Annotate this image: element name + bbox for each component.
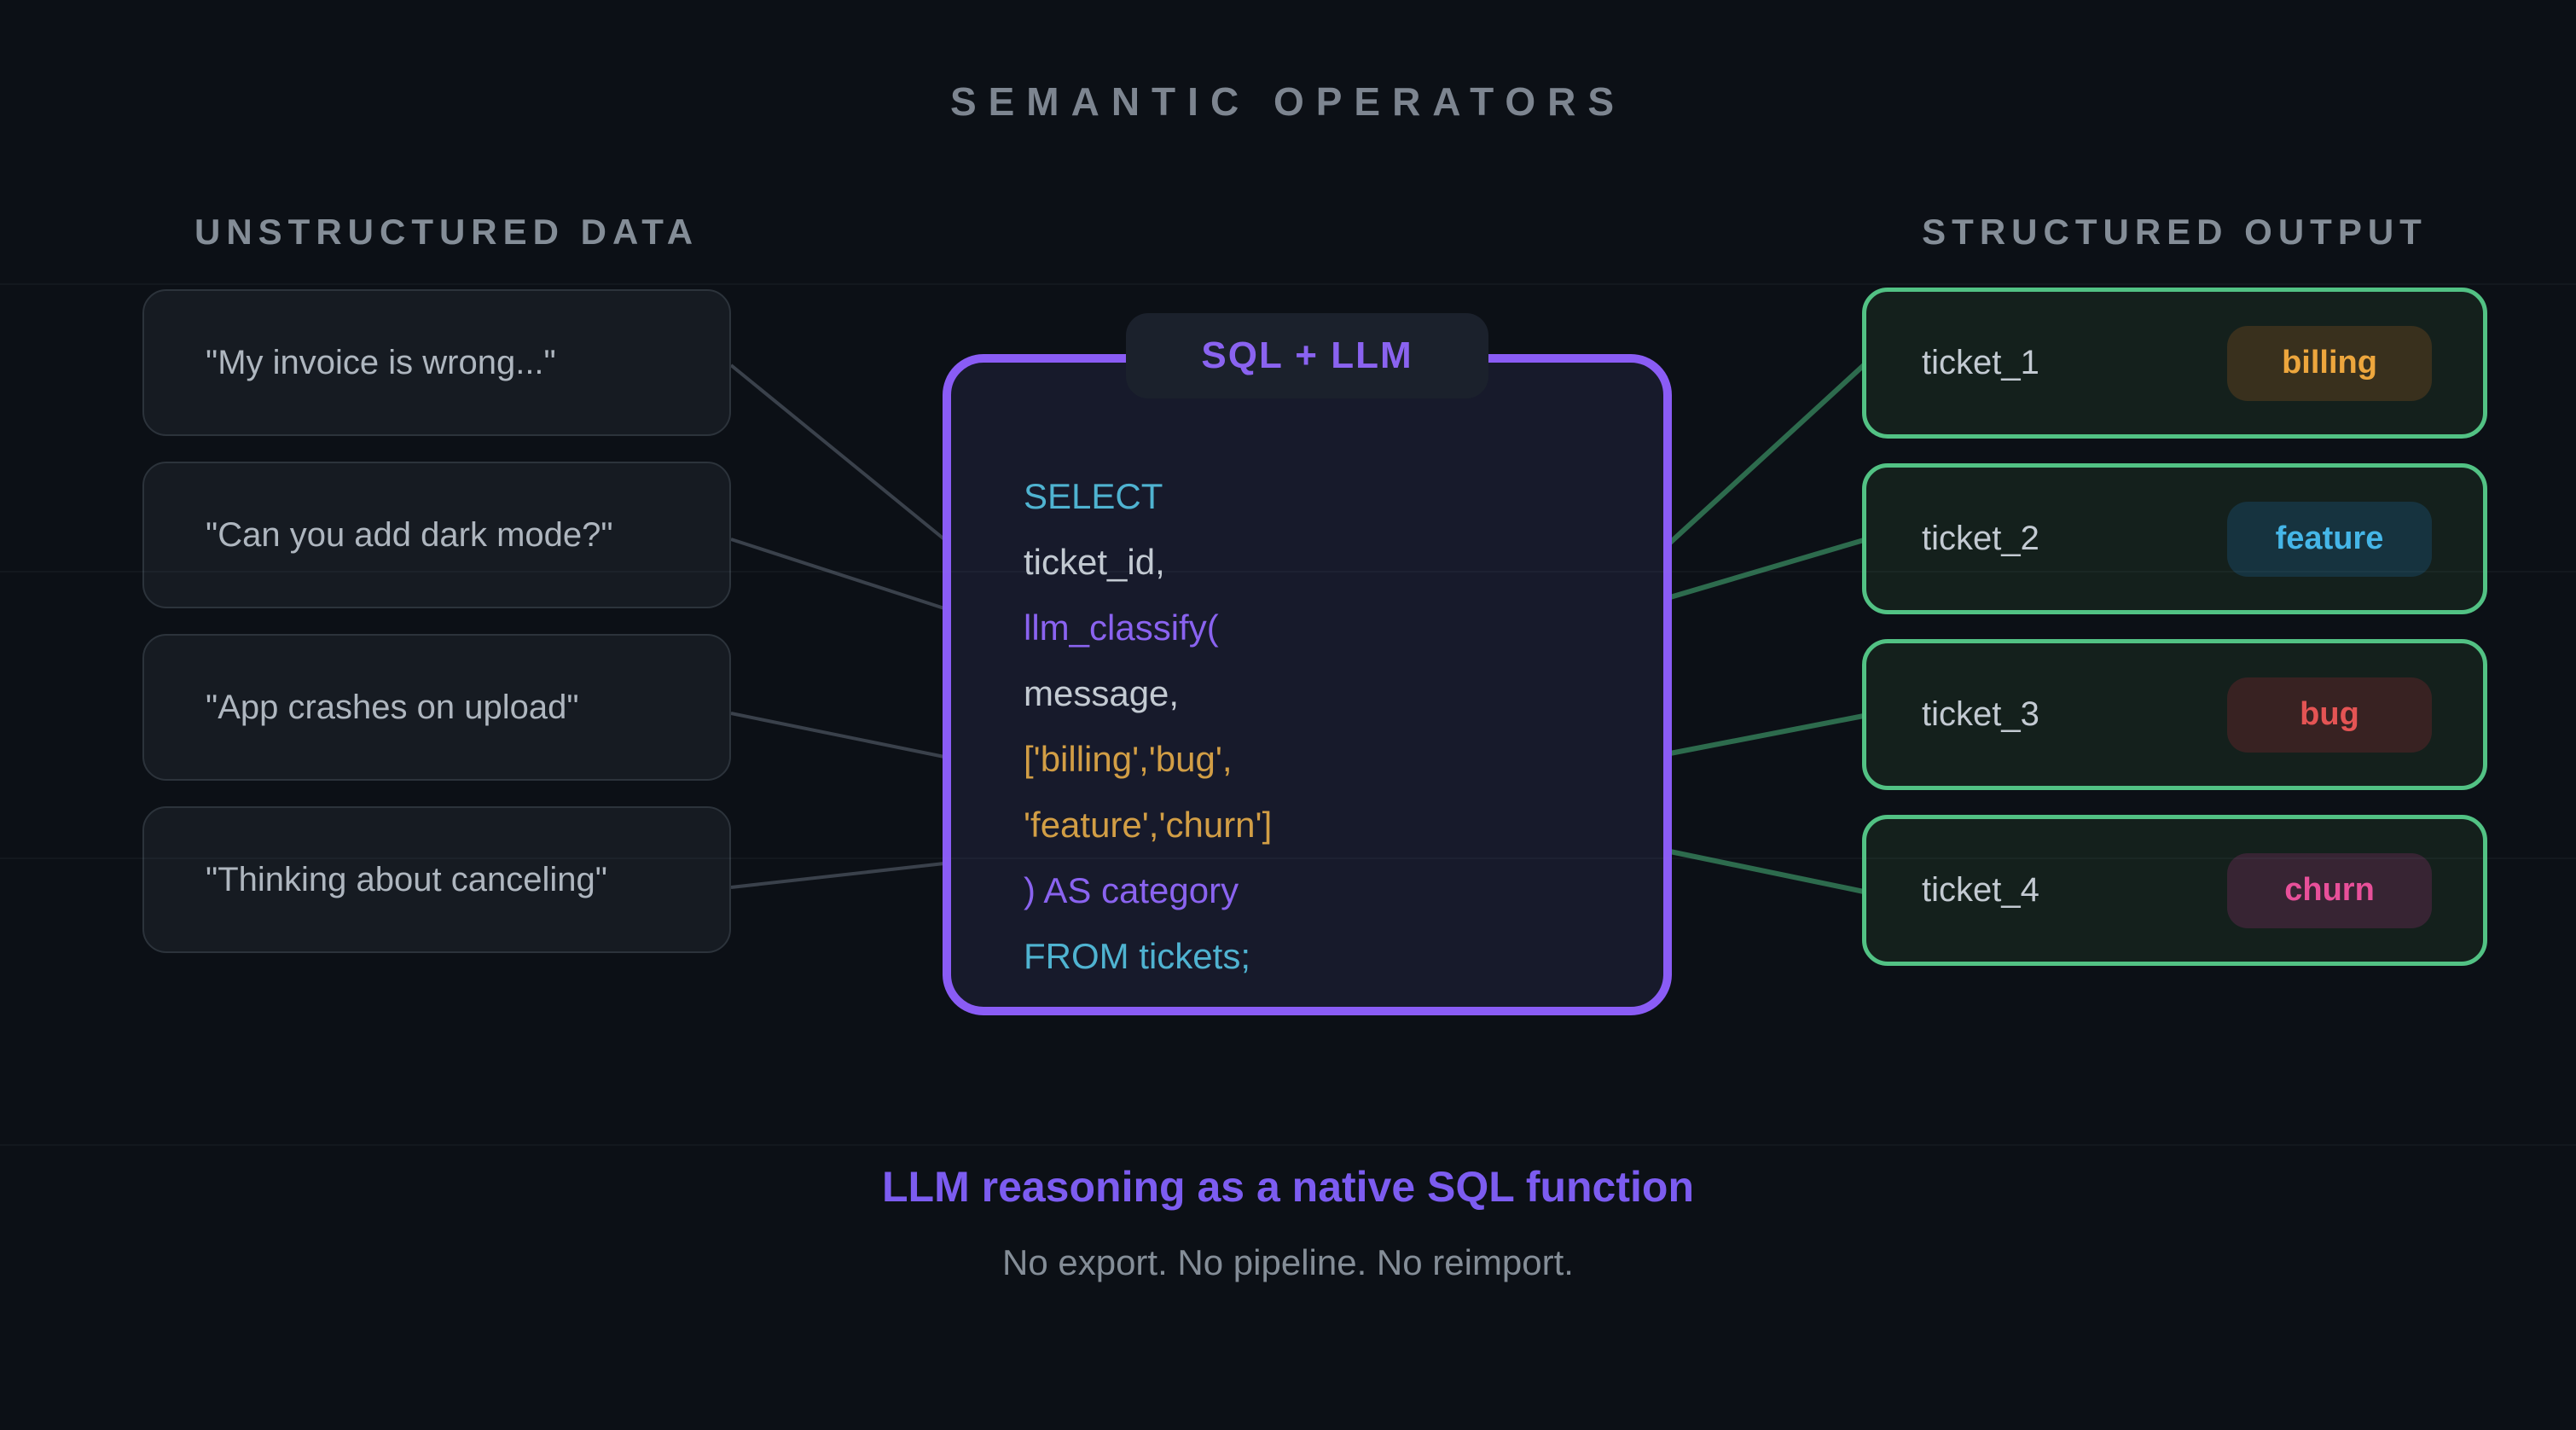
category-badge: churn — [2227, 852, 2432, 928]
category-badge: billing — [2227, 325, 2432, 401]
sql-code-line: message, — [1024, 673, 1180, 713]
sql-llm-badge-label: SQL + LLM — [1201, 334, 1413, 376]
unstructured-card-text: "Thinking about canceling" — [206, 860, 607, 898]
category-badge: feature — [2227, 501, 2432, 577]
connector-right-2 — [1669, 538, 1865, 600]
sql-code-line: SELECT — [1024, 476, 1163, 516]
ticket-id: ticket_3 — [1922, 695, 2039, 733]
sql-code-line: ['billing','bug', — [1024, 739, 1233, 779]
sql-code-line: ticket_id, — [1024, 542, 1165, 582]
sql-code-line: ) AS category — [1024, 870, 1239, 910]
ticket-row: ticket_1 billing — [1862, 288, 2487, 439]
unstructured-card: "Thinking about canceling" — [142, 806, 731, 953]
category-badge: bug — [2227, 677, 2432, 753]
footer-subheading: No export. No pipeline. No reimport. — [1002, 1242, 1574, 1282]
unstructured-data-header: UNSTRUCTURED DATA — [194, 212, 699, 252]
unstructured-card: "My invoice is wrong..." — [142, 289, 731, 436]
sql-llm-badge: SQL + LLM — [1126, 313, 1488, 398]
sql-code-line: llm_classify( — [1024, 607, 1219, 648]
ticket-id: ticket_2 — [1922, 520, 2039, 557]
connector-right-3 — [1669, 713, 1865, 756]
footer-heading: LLM reasoning as a native SQL function — [881, 1163, 1694, 1211]
unstructured-card-text: "My invoice is wrong..." — [206, 343, 556, 381]
unstructured-card-text: "App crashes on upload" — [206, 688, 579, 726]
unstructured-card: "App crashes on upload" — [142, 634, 731, 781]
ticket-row: ticket_3 bug — [1862, 639, 2487, 790]
connector-left-1 — [729, 363, 946, 541]
sql-code-block: SELECT ticket_id, llm_classify( message,… — [1024, 463, 1621, 989]
unstructured-card-text: "Can you add dark mode?" — [206, 515, 613, 554]
ticket-row: ticket_2 feature — [1862, 463, 2487, 614]
connector-right-4 — [1669, 849, 1865, 894]
ticket-id: ticket_1 — [1922, 344, 2039, 381]
ticket-row: ticket_4 churn — [1862, 815, 2487, 966]
connector-right-1 — [1668, 363, 1866, 545]
connector-left-3 — [730, 712, 945, 759]
ticket-id: ticket_4 — [1922, 871, 2039, 909]
connector-left-4 — [730, 862, 945, 889]
structured-output-header: STRUCTURED OUTPUT — [1922, 212, 2428, 252]
unstructured-card: "Can you add dark mode?" — [142, 462, 731, 608]
sql-code-line: 'feature','churn'] — [1024, 805, 1273, 845]
sql-code-line: FROM tickets; — [1024, 936, 1251, 976]
connector-left-2 — [730, 538, 945, 610]
page-title: SEMANTIC OPERATORS — [949, 79, 1627, 124]
